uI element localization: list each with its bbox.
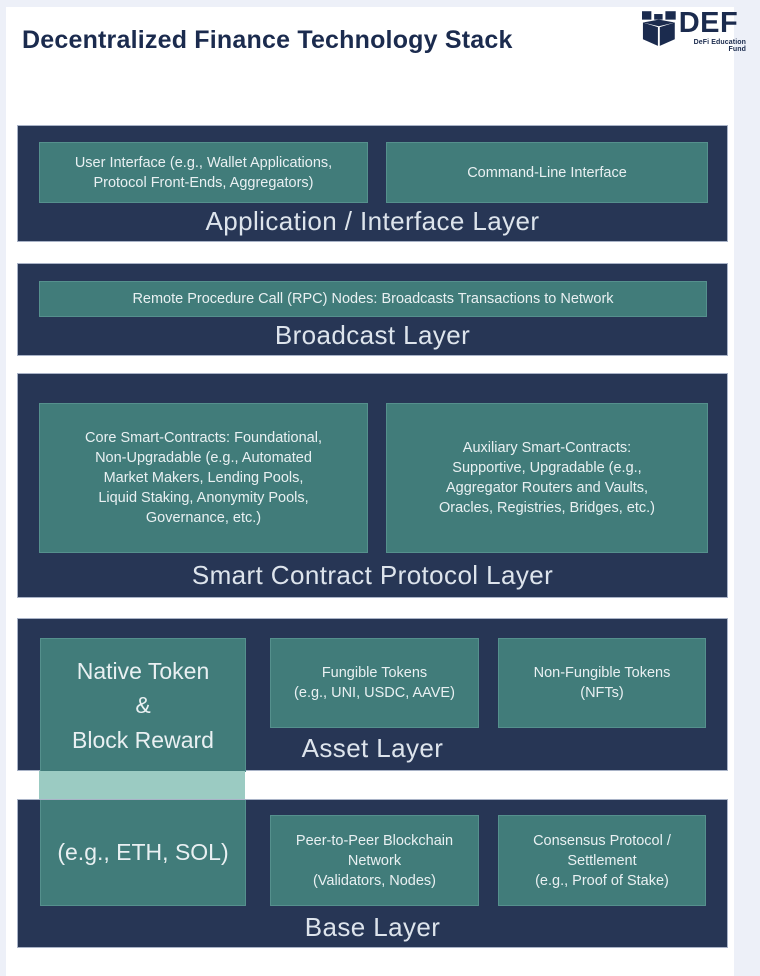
box-p2p-blockchain-network: Peer-to-Peer Blockchain Network (Validat… [270, 815, 479, 906]
label-smart-contract-protocol-layer: Smart Contract Protocol Layer [191, 560, 554, 590]
label-broadcast-layer: Broadcast Layer [274, 320, 471, 350]
box-native-token-block-reward-text: Native Token & Block Reward [72, 657, 214, 753]
box-auxiliary-smart-contracts: Auxiliary Smart-Contracts: Supportive, U… [386, 403, 708, 553]
def-logo-icon [642, 11, 676, 46]
layer-smart-contract-protocol: Core Smart-Contracts: Foundational, Non-… [17, 373, 728, 598]
box-rpc-nodes-text: Remote Procedure Call (RPC) Nodes: Broad… [132, 291, 614, 307]
layer-base: (e.g., ETH, SOL) Peer-to-Peer Blockchain… [17, 799, 728, 948]
label-base-layer: Base Layer [304, 912, 441, 942]
box-fungible-tokens: Fungible Tokens (e.g., UNI, USDC, AAVE) [270, 638, 479, 728]
box-user-interface-text: User Interface (e.g., Wallet Application… [74, 154, 333, 191]
native-token-connector [39, 771, 245, 799]
box-p2p-blockchain-network-text: Peer-to-Peer Blockchain Network (Validat… [295, 832, 454, 889]
box-consensus-protocol: Consensus Protocol / Settlement (e.g., P… [498, 815, 706, 906]
box-fungible-tokens-text: Fungible Tokens (e.g., UNI, USDC, AAVE) [294, 665, 455, 701]
box-eth-sol: (e.g., ETH, SOL) [40, 800, 246, 906]
box-auxiliary-smart-contracts-text: Auxiliary Smart-Contracts: Supportive, U… [439, 440, 655, 516]
def-logo-wordmark: DEF [678, 7, 739, 39]
box-consensus-protocol-text: Consensus Protocol / Settlement (e.g., P… [533, 832, 671, 889]
def-logo-subtitle: DeFi Education Fund [693, 38, 746, 53]
box-eth-sol-text: (e.g., ETH, SOL) [57, 839, 229, 866]
box-core-smart-contracts-text: Core Smart-Contracts: Foundational, Non-… [85, 430, 322, 526]
box-non-fungible-tokens-text: Non-Fungible Tokens (NFTs) [533, 665, 671, 701]
def-logo: DEF DeFi Education Fund [642, 7, 746, 58]
box-command-line-interface: Command-Line Interface [386, 142, 708, 203]
page-title: Decentralized Finance Technology Stack [22, 26, 513, 54]
box-user-interface: User Interface (e.g., Wallet Application… [39, 142, 368, 203]
layer-asset: Native Token & Block Reward Fungible Tok… [17, 618, 728, 772]
box-core-smart-contracts: Core Smart-Contracts: Foundational, Non-… [39, 403, 368, 553]
label-application-interface-layer: Application / Interface Layer [205, 206, 540, 236]
label-asset-layer: Asset Layer [301, 733, 444, 763]
box-non-fungible-tokens: Non-Fungible Tokens (NFTs) [498, 638, 706, 728]
box-command-line-interface-text: Command-Line Interface [467, 164, 627, 181]
box-native-token-block-reward: Native Token & Block Reward [40, 638, 246, 772]
layer-broadcast: Remote Procedure Call (RPC) Nodes: Broad… [17, 263, 728, 356]
box-rpc-nodes: Remote Procedure Call (RPC) Nodes: Broad… [39, 281, 707, 317]
layer-application-interface: User Interface (e.g., Wallet Application… [17, 125, 728, 242]
